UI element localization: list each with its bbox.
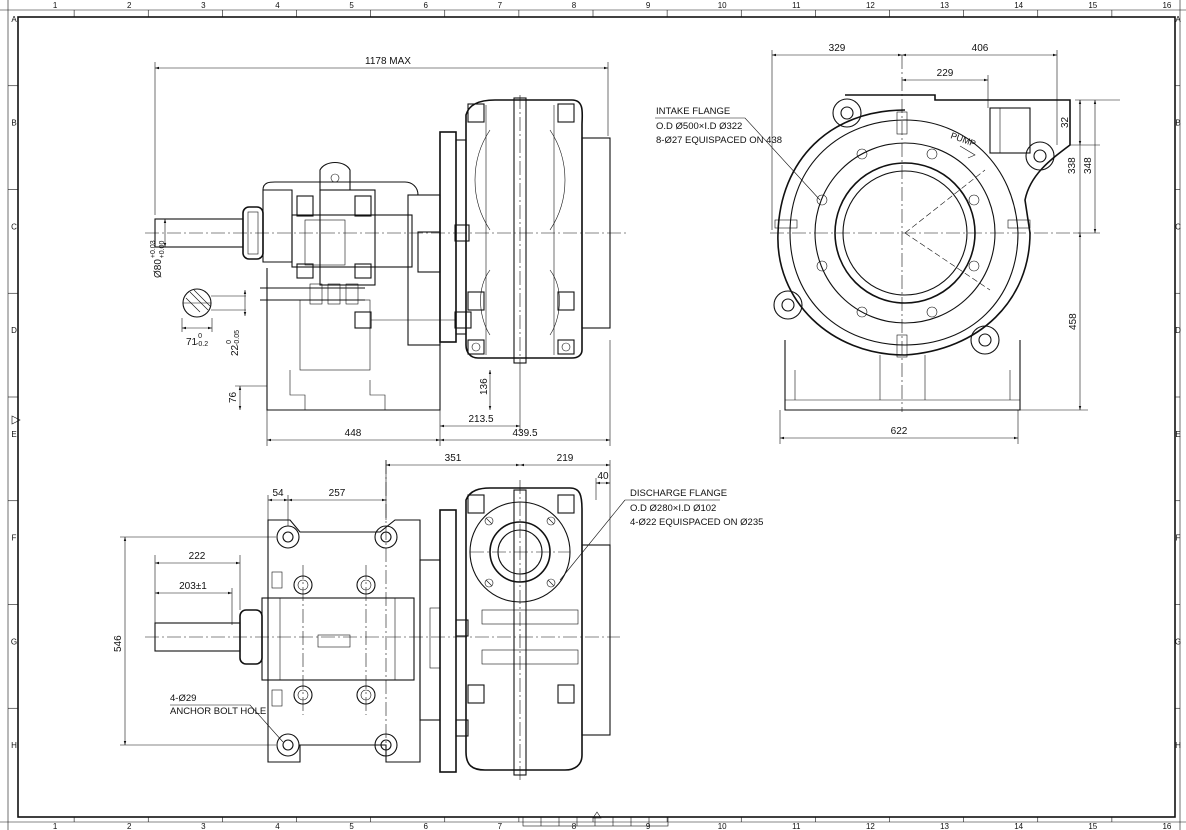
plan-view-dimensions: 351 219 40 54 257 222 203±1 546 DISCHARG… — [113, 453, 763, 717]
dim-406: 406 — [972, 43, 989, 54]
dim-40: 40 — [597, 471, 609, 482]
dim-329: 329 — [829, 43, 846, 54]
dim-overall-length: 1178 MAX — [365, 56, 411, 67]
dim-203: 203±1 — [179, 581, 207, 592]
grid-col-label-top: 7 — [498, 1, 503, 10]
front-elevation-view — [145, 62, 628, 446]
grid-row-label-left: G — [11, 637, 17, 646]
grid-col-label-top: 6 — [423, 1, 428, 10]
grid-col-label-top: 15 — [1088, 1, 1097, 10]
grid-col-label-bottom: 16 — [1162, 822, 1171, 830]
grid-row-label-right: F — [1176, 534, 1181, 543]
grid-col-label-top: 10 — [718, 1, 727, 10]
grid-col-label-top: 5 — [349, 1, 354, 10]
dim-213-5: 213.5 — [468, 414, 493, 425]
dim-351: 351 — [445, 453, 462, 464]
dim-54: 54 — [272, 488, 284, 499]
grid-col-label-bottom: 11 — [792, 822, 801, 830]
grid-col-label-top: 3 — [201, 1, 206, 10]
intake-flange-title: INTAKE FLANGE — [656, 106, 730, 117]
discharge-flange-bolts: 4-Ø22 EQUISPACED ON Ø235 — [630, 517, 763, 528]
grid-row-label-right: G — [1175, 637, 1181, 646]
grid-row-label-left: H — [11, 741, 17, 750]
grid-row-label-left: C — [11, 222, 17, 231]
grid-row-label-right: A — [1175, 15, 1181, 24]
dim-257: 257 — [329, 488, 346, 499]
grid-row-label-right: C — [1175, 222, 1181, 231]
grid-col-label-top: 2 — [127, 1, 132, 10]
grid-col-label-bottom: 2 — [127, 822, 132, 830]
side-view-dimensions: 329 406 229 32 338 348 458 622 INTAKE FL… — [656, 43, 1094, 437]
grid-col-label-bottom: 12 — [866, 822, 875, 830]
grid-col-label-top: 16 — [1162, 1, 1171, 10]
grid-row-label-right: B — [1175, 119, 1180, 128]
grid-col-label-bottom: 9 — [646, 822, 651, 830]
grid-col-label-top: 11 — [792, 1, 801, 10]
grid-col-label-bottom: 6 — [423, 822, 428, 830]
grid-col-label-top: 9 — [646, 1, 651, 10]
grid-col-label-bottom: 3 — [201, 822, 206, 830]
dim-136: 136 — [479, 378, 490, 395]
dim-base-height: 76 — [228, 391, 239, 403]
grid-col-label-bottom: 7 — [498, 822, 503, 830]
grid-row-labels-left: A B C D E F G H — [8, 15, 18, 750]
dim-546: 546 — [113, 635, 124, 652]
grid-col-label-bottom: 8 — [572, 822, 577, 830]
dim-key-height: 220-0.05 — [226, 330, 241, 356]
grid-col-label-bottom: 14 — [1014, 822, 1023, 830]
side-elevation-view: PUMP — [655, 50, 1120, 444]
intake-flange-bolts: 8-Ø27 EQUISPACED ON 438 — [656, 135, 782, 146]
dim-222: 222 — [189, 551, 206, 562]
grid-row-label-left: B — [11, 119, 16, 128]
grid-row-label-right: E — [1175, 430, 1180, 439]
grid-row-label-right: H — [1175, 741, 1181, 750]
front-view-dimensions: 1178 MAX Ø80+0.03+0.00 710-0.2 220-0.05 … — [150, 56, 538, 439]
anchor-bolt-label: ANCHOR BOLT HOLE — [170, 706, 266, 717]
dim-622: 622 — [891, 426, 908, 437]
discharge-flange-spec: O.D Ø280×I.D Ø102 — [630, 503, 716, 514]
anchor-bolt-count: 4-Ø29 — [170, 693, 196, 704]
dim-key-width: 710-0.2 — [186, 333, 208, 348]
grid-col-label-top: 12 — [866, 1, 875, 10]
grid-col-label-top: 13 — [940, 1, 949, 10]
dim-458: 458 — [1068, 313, 1079, 330]
dim-shaft-diameter: Ø80+0.03+0.00 — [150, 240, 166, 278]
dim-32: 32 — [1060, 116, 1071, 128]
grid-col-label-bottom: 5 — [349, 822, 354, 830]
grid-col-label-bottom: 15 — [1088, 822, 1097, 830]
dim-229: 229 — [937, 68, 954, 79]
dim-348: 348 — [1083, 157, 1094, 174]
intake-flange-spec: O.D Ø500×I.D Ø322 — [656, 121, 742, 132]
grid-row-labels-right: A B C D E F G H — [1175, 15, 1181, 750]
grid-col-label-top: 1 — [53, 1, 58, 10]
grid-col-label-bottom: 4 — [275, 822, 280, 830]
dim-219: 219 — [557, 453, 574, 464]
grid-col-label-bottom: 13 — [940, 822, 949, 830]
grid-col-label-bottom: 10 — [718, 822, 727, 830]
dim-448: 448 — [345, 428, 362, 439]
discharge-flange-title: DISCHARGE FLANGE — [630, 488, 727, 499]
pump-direction-label: PUMP — [949, 130, 977, 148]
dim-338: 338 — [1067, 157, 1078, 174]
grid-row-label-left: F — [12, 534, 17, 543]
grid-row-label-right: D — [1175, 326, 1181, 335]
grid-col-label-top: 4 — [275, 1, 280, 10]
dim-439-5: 439.5 — [512, 428, 537, 439]
grid-row-label-left: E — [11, 430, 16, 439]
grid-col-label-top: 8 — [572, 1, 577, 10]
grid-col-label-bottom: 1 — [53, 822, 58, 830]
grid-row-label-left: D — [11, 326, 17, 335]
grid-col-label-top: 14 — [1014, 1, 1023, 10]
grid-row-label-left: A — [11, 15, 17, 24]
plan-view — [120, 460, 720, 780]
